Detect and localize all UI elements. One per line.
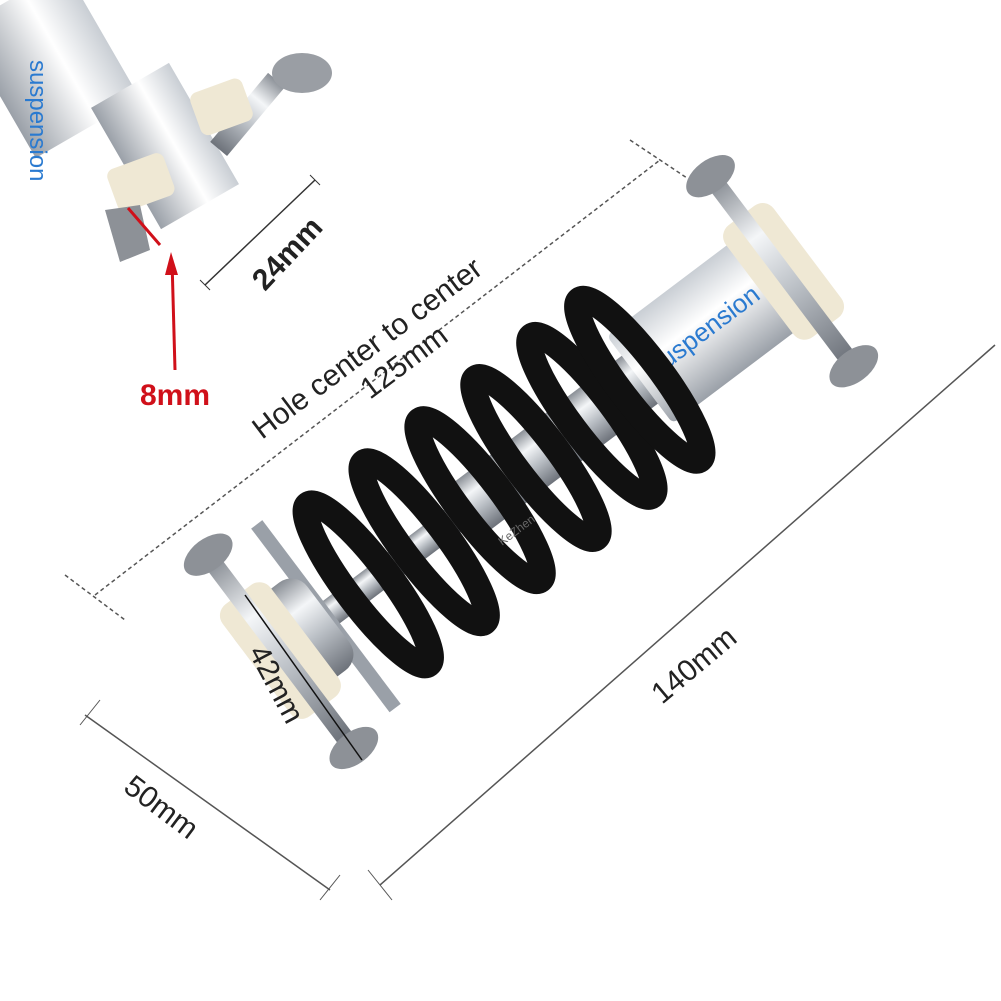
shock-absorber: suspension KeZhen — [183, 155, 879, 770]
eye-width-dimension: 50mm — [79, 699, 341, 901]
lower-nut — [183, 533, 233, 576]
eye-width-label: 50mm — [118, 769, 204, 846]
pin-length-label: 24mm — [246, 211, 329, 297]
brand-text: suspension — [24, 60, 51, 181]
upper-bolt-head — [686, 155, 735, 198]
inset-upper-eye: suspension — [0, 0, 332, 262]
pin-nut-icon — [105, 205, 150, 262]
pin-diameter-dimension: 8mm — [126, 207, 210, 412]
spring — [292, 285, 716, 679]
pin-diameter-label: 8mm — [140, 379, 210, 412]
upper-nut — [829, 345, 879, 388]
total-length-label: 140mm — [645, 621, 743, 711]
pin-head-icon — [272, 53, 332, 93]
